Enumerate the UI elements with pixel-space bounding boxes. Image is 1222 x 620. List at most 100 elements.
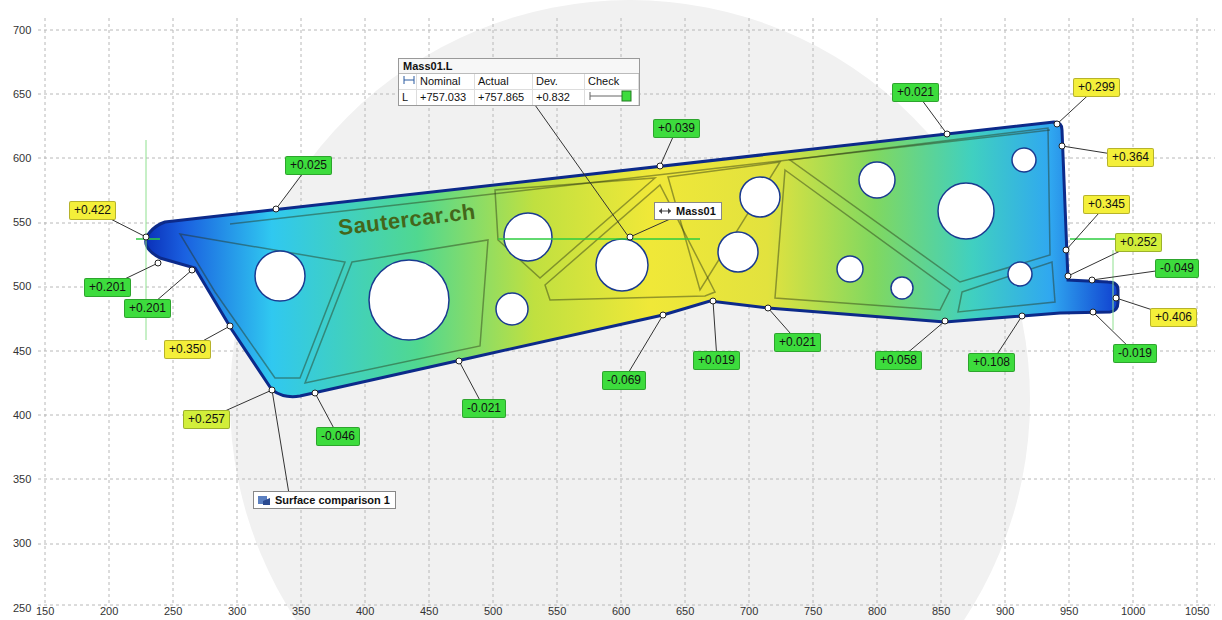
deviation-value: -0.021 <box>467 401 501 415</box>
x-axis-label: 600 <box>612 605 630 618</box>
y-axis-label: 450 <box>13 345 31 358</box>
header-cell: Nominal <box>417 74 475 89</box>
surf-icon <box>257 494 271 506</box>
deviation-value: +0.025 <box>290 158 327 172</box>
header-icon-cell <box>399 74 417 89</box>
holes <box>255 148 1036 340</box>
y-axis-label: 350 <box>13 473 31 486</box>
x-axis-label: 900 <box>996 605 1014 618</box>
column-header: Actual <box>478 75 509 87</box>
deviation-value: +0.299 <box>1078 80 1115 94</box>
column-header: Check <box>588 75 619 87</box>
x-axis-label: 850 <box>932 605 950 618</box>
deviation-callout: +0.021 <box>774 333 821 352</box>
deviation-value: +0.257 <box>188 412 225 426</box>
table-value: +757.033 <box>420 91 466 103</box>
x-axis-label: 800 <box>868 605 886 618</box>
deviation-value: +0.019 <box>698 353 735 367</box>
deviation-value: +0.021 <box>779 335 816 349</box>
deviation-value: +0.422 <box>74 203 111 217</box>
grid <box>38 18 1215 605</box>
value-cell: +0.832 <box>533 90 585 105</box>
y-axis-label: 400 <box>13 409 31 422</box>
deviation-callout: +0.201 <box>124 299 171 318</box>
tag-text: Surface comparison 1 <box>275 493 390 507</box>
y-axis-label: 250 <box>13 602 31 615</box>
comparison-tag: Surface comparison 1 <box>253 491 396 509</box>
deviation-value: +0.021 <box>897 85 934 99</box>
x-axis-label: 1000 <box>1121 605 1145 618</box>
y-axis-label: 500 <box>13 280 31 293</box>
x-axis-label: 450 <box>420 605 438 618</box>
measurement-table: Mass01.L Nominal Actual Dev. CheckL +757.033 +… <box>398 58 640 106</box>
deviation-value: -0.049 <box>1160 261 1194 275</box>
deviation-value: -0.046 <box>321 429 355 443</box>
measurement-tag: Mass01 <box>654 202 722 220</box>
watermark: Sautercar.ch <box>337 199 477 242</box>
leader-lines <box>93 87 1177 500</box>
header-cell: Actual <box>475 74 533 89</box>
x-axis-label: 200 <box>100 605 118 618</box>
deviation-callout: -0.046 <box>316 427 360 446</box>
x-axis-label: 300 <box>228 605 246 618</box>
column-header: Dev. <box>536 75 558 87</box>
header-cell: Check <box>585 74 639 89</box>
gauge-icon <box>588 90 632 102</box>
deviation-callout: +0.021 <box>892 83 939 102</box>
deviation-callout: +0.345 <box>1083 195 1130 214</box>
table-value: +0.832 <box>536 91 570 103</box>
header-cell: Dev. <box>533 74 585 89</box>
x-axis-label: 750 <box>804 605 822 618</box>
mass-icon <box>658 205 672 217</box>
y-axis-label: 300 <box>13 537 31 550</box>
x-axis-label: 150 <box>36 605 54 618</box>
deviation-value: +0.350 <box>169 342 206 356</box>
deviation-value: +0.108 <box>973 355 1010 369</box>
x-axis-label: 550 <box>548 605 566 618</box>
deviation-value: +0.201 <box>129 301 166 315</box>
value-cell: L <box>399 90 417 105</box>
x-axis-label: 950 <box>1060 605 1078 618</box>
deviation-value: +0.039 <box>658 121 695 135</box>
deviation-value: +0.058 <box>880 353 917 367</box>
table-header-row: Nominal Actual Dev. Check <box>399 74 639 90</box>
ribs <box>180 128 1055 383</box>
x-axis-label: 400 <box>356 605 374 618</box>
deviation-callout: -0.021 <box>462 399 506 418</box>
deviation-value: +0.201 <box>89 280 126 294</box>
table-title-text: Mass01.L <box>403 60 453 72</box>
deviation-callout: +0.039 <box>653 119 700 138</box>
x-axis-label: 250 <box>164 605 182 618</box>
table-value-row: L +757.033 +757.865 +0.832 <box>399 90 639 105</box>
x-axis-label: 500 <box>484 605 502 618</box>
deviation-callout: +0.350 <box>164 340 211 359</box>
y-axis-label: 650 <box>13 88 31 101</box>
x-axis-label: 350 <box>292 605 310 618</box>
deviation-callout: -0.049 <box>1155 259 1199 278</box>
x-axis-label: 700 <box>740 605 758 618</box>
x-axis-label: 650 <box>676 605 694 618</box>
deviation-callout: +0.299 <box>1073 78 1120 97</box>
deviation-callout: +0.058 <box>875 351 922 370</box>
deviation-callout: +0.406 <box>1150 308 1197 327</box>
tag-text: Mass01 <box>676 204 716 218</box>
measure-points <box>143 121 1119 396</box>
y-axis-label: 700 <box>13 24 31 37</box>
deviation-callout: -0.019 <box>1113 344 1157 363</box>
deviation-value: +0.406 <box>1155 310 1192 324</box>
table-value: L <box>402 91 408 103</box>
table-value: +757.865 <box>478 91 524 103</box>
value-cell: +757.033 <box>417 90 475 105</box>
deviation-callout: +0.019 <box>693 351 740 370</box>
y-axis-label: 550 <box>13 216 31 229</box>
table-title: Mass01.L <box>399 59 639 74</box>
deviation-callout: +0.364 <box>1107 148 1154 167</box>
deviation-callout: +0.201 <box>84 278 131 297</box>
deviation-callout: -0.069 <box>602 371 646 390</box>
column-header: Nominal <box>420 75 460 87</box>
deviation-value: -0.019 <box>1118 346 1152 360</box>
deviation-value: +0.364 <box>1112 150 1149 164</box>
deviation-callout: +0.108 <box>968 353 1015 372</box>
dimension-line <box>136 140 1142 340</box>
part-body <box>146 122 1118 397</box>
